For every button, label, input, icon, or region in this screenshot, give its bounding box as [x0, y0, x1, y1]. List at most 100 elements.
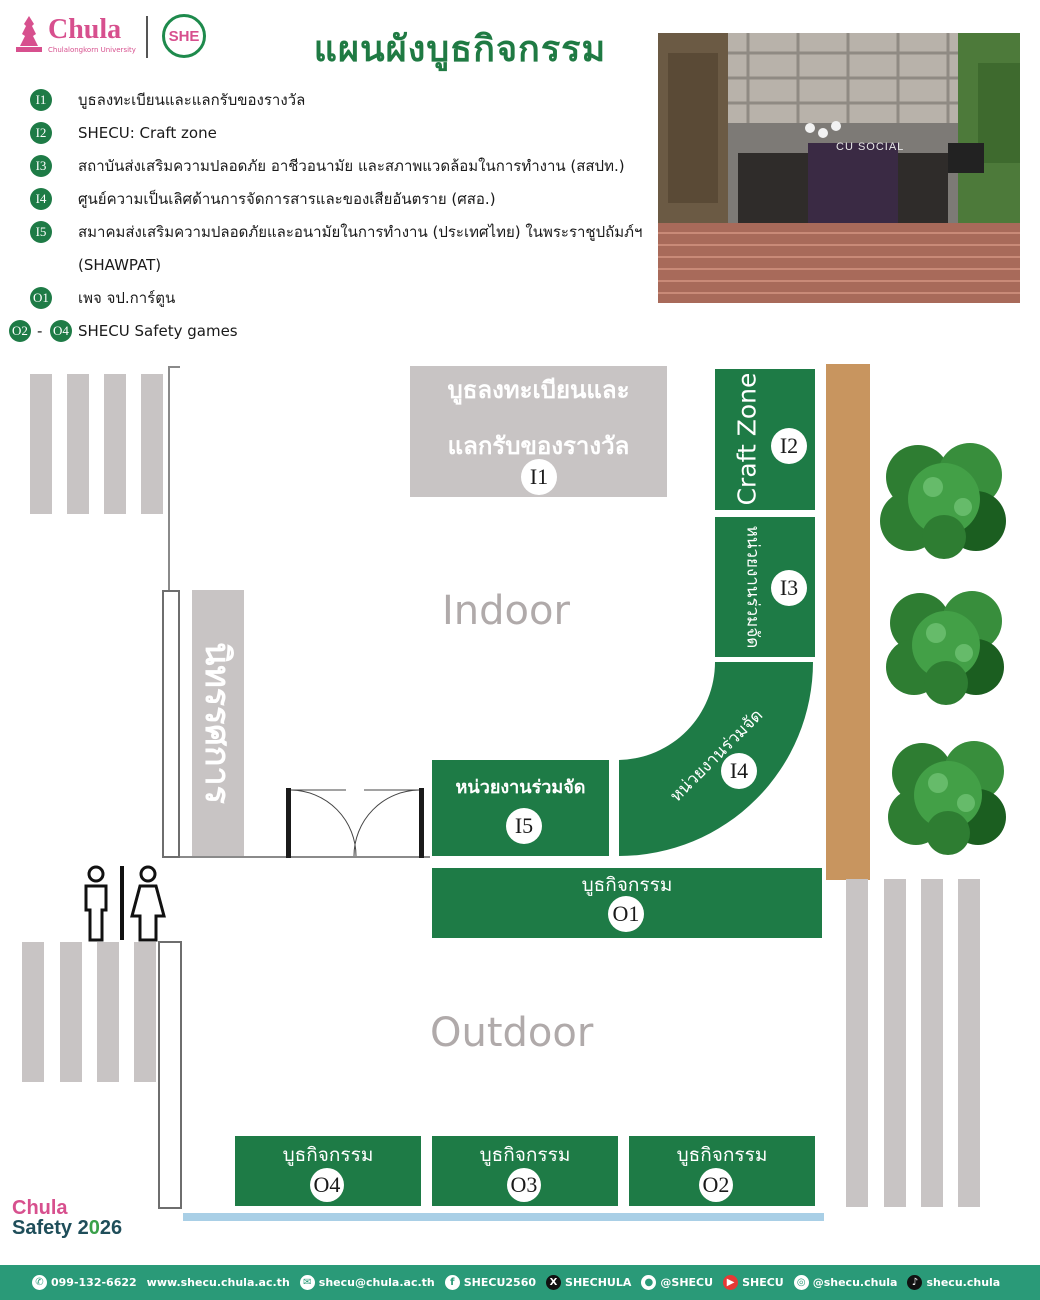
booth-code: O3	[507, 1168, 541, 1202]
tiktok-icon: ♪	[907, 1275, 923, 1290]
footer-website[interactable]: www.shecu.chula.ac.th	[146, 1276, 290, 1289]
legend-text: เพจ จป.การ์ตูน	[78, 289, 176, 307]
mail-icon: ✉	[299, 1275, 315, 1290]
booth-code: I2	[771, 428, 807, 464]
chula-logo: Chula Chulalongkorn University	[12, 14, 137, 58]
footer-phone[interactable]: ✆099-132-6622	[32, 1275, 137, 1290]
safety-logo-line1: Chula	[12, 1197, 68, 1219]
booth-code: I3	[771, 570, 807, 606]
booth-o4: บูธกิจกรรม O4	[235, 1136, 421, 1206]
crosswalk-stripe	[141, 374, 163, 514]
booth-code: O4	[310, 1168, 344, 1202]
indoor-label: Indoor	[442, 588, 570, 634]
chula-safety-logo: Chula Safety 2026	[12, 1197, 172, 1247]
booth-i4-shape	[619, 662, 813, 856]
booth-i1-line2: แลกรับของรางวัล	[447, 432, 630, 460]
legend-code: I3	[30, 155, 52, 177]
booth-i5-label: หน่วยงานร่วมจัด	[455, 777, 586, 798]
legend-text: (SHAWPAT)	[78, 256, 162, 274]
legend-text: SHECU: Craft zone	[78, 124, 217, 142]
booth-i2-label: Craft Zone	[732, 372, 762, 506]
tree-icon	[878, 437, 1012, 561]
footer-bar: ✆099-132-6622 www.shecu.chula.ac.th ✉she…	[0, 1265, 1040, 1300]
booth-o1: บูธกิจกรรม O1	[432, 868, 822, 938]
crosswalk-stripe	[60, 942, 82, 1082]
footer-youtube[interactable]: ▶SHECU	[723, 1275, 784, 1290]
booth-i3: หน่วยงานร่วมจัด I3	[715, 517, 815, 657]
wall-panel	[162, 590, 180, 858]
youtube-icon: ▶	[723, 1275, 739, 1290]
wall	[168, 366, 170, 590]
page-title: แผนผังบูธกิจกรรม	[313, 29, 607, 70]
wall	[180, 856, 430, 858]
safety-logo-line2: Safety 2026	[12, 1217, 123, 1239]
crosswalk-stripe	[134, 942, 156, 1082]
outdoor-label: Outdoor	[430, 1010, 594, 1056]
booth-code: I5	[506, 808, 542, 844]
legend-code: I1	[30, 89, 52, 111]
booth-o3-label: บูธกิจกรรม	[479, 1144, 571, 1166]
booth-code: O2	[699, 1168, 733, 1202]
chula-crest-icon	[16, 16, 42, 52]
booth-i3-label: หน่วยงานร่วมจัด	[742, 525, 763, 649]
exhibition-area: นิทรรศการ	[192, 590, 244, 856]
chula-wordmark: Chula	[48, 14, 122, 45]
crosswalk-stripe	[97, 942, 119, 1082]
booth-o4-label: บูธกิจกรรม	[282, 1144, 374, 1166]
booth-code: I4	[721, 753, 757, 789]
booth-o2-label: บูธกิจกรรม	[676, 1144, 768, 1166]
legend-text: บูธลงทะเบียนและแลกรับของรางวัล	[78, 91, 306, 109]
crosswalk-stripe	[846, 879, 868, 1207]
wall-panel	[158, 941, 182, 1209]
legend-code: O1	[30, 287, 52, 309]
instagram-icon: ◎	[793, 1275, 809, 1290]
facebook-icon: f	[444, 1275, 460, 1290]
crosswalk-stripe	[30, 374, 52, 514]
crosswalk-stripe	[884, 879, 906, 1207]
booth-code: O1	[608, 896, 644, 932]
legend-code: I5	[30, 221, 52, 243]
logo-divider	[146, 16, 148, 58]
booth-i5: หน่วยงานร่วมจัด I5	[432, 760, 609, 856]
booth-i1: บูธลงทะเบียนและ แลกรับของรางวัล I1	[410, 366, 667, 497]
entrance-doors	[286, 788, 426, 858]
she-logo: SHE	[162, 14, 206, 58]
booth-i2: Craft Zone I2	[715, 369, 815, 510]
legend-text: สถาบันส่งเสริมความปลอดภัย อาชีวอนามัย แล…	[78, 157, 625, 175]
legend-text: SHECU Safety games	[78, 322, 238, 340]
booth-o2: บูธกิจกรรม O2	[629, 1136, 815, 1206]
wall	[168, 366, 180, 368]
legend-code: I2	[30, 122, 52, 144]
legend-code: I4	[30, 188, 52, 210]
legend-text: สมาคมส่งเสริมความปลอดภัยและอนามัยในการทำ…	[78, 223, 643, 241]
photo-sign-text: CU SOCIAL	[836, 141, 905, 153]
crosswalk-stripe	[958, 879, 980, 1207]
tree-icon	[884, 585, 1010, 707]
x-icon: X	[546, 1275, 562, 1290]
legend-dash: -	[37, 322, 43, 340]
exhibition-label: นิทรรศการ	[197, 642, 237, 804]
walkway	[826, 364, 870, 880]
footer-tiktok[interactable]: ♪shecu.chula	[907, 1275, 1000, 1290]
booth-o3: บูธกิจกรรม O3	[432, 1136, 618, 1206]
footer-line[interactable]: ●@SHECU	[641, 1275, 713, 1290]
footer-instagram[interactable]: ◎@shecu.chula	[793, 1275, 897, 1290]
crosswalk-stripe	[921, 879, 943, 1207]
footer-email[interactable]: ✉shecu@chula.ac.th	[299, 1275, 435, 1290]
venue-photo: CU SOCIAL	[658, 33, 1020, 303]
tree-icon	[884, 733, 1012, 857]
booth-code: I1	[521, 459, 557, 495]
door-icon	[286, 788, 424, 858]
crosswalk-stripe	[104, 374, 126, 514]
legend: I1 บูธลงทะเบียนและแลกรับของรางวัล I2 SHE…	[0, 86, 650, 346]
legend-code: O4	[50, 320, 72, 342]
legend-code: O2	[9, 320, 31, 342]
booth-i1-line1: บูธลงทะเบียนและ	[447, 376, 630, 404]
legend-text: ศูนย์ความเป็นเลิศด้านการจัดการสารและของเ…	[78, 190, 496, 208]
crosswalk-stripe	[22, 942, 44, 1082]
booth-i4: หน่วยงานร่วมจัด I4	[619, 662, 813, 856]
phone-icon: ✆	[32, 1275, 47, 1290]
line-icon: ●	[641, 1275, 657, 1290]
